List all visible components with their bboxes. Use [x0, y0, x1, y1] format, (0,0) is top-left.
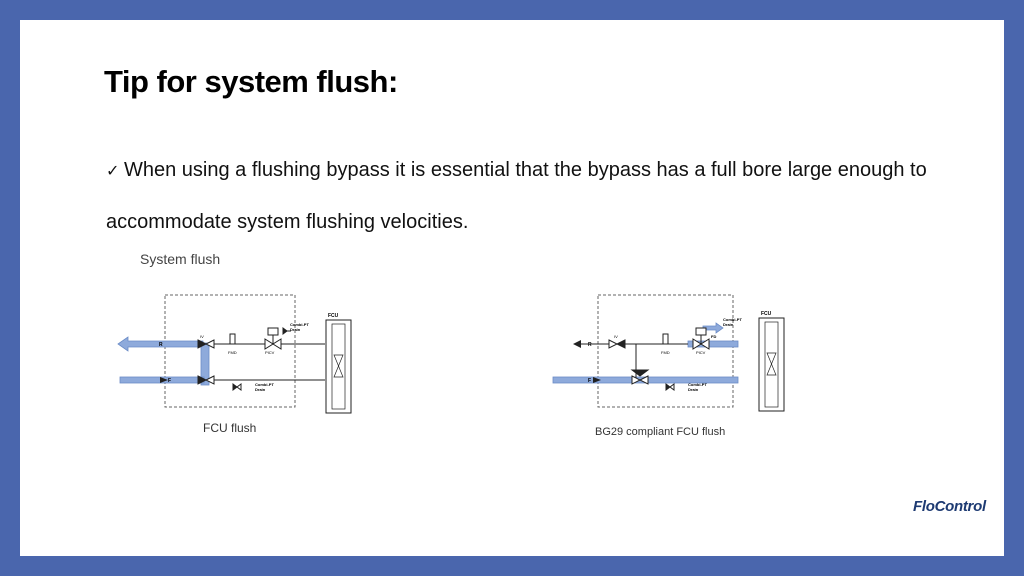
fmd-label: FMD — [661, 350, 670, 355]
combi-pt-label: Combi-PT — [723, 317, 742, 322]
combi-pt-label: Combi-PT — [290, 322, 309, 327]
diagram-caption: FCU flush — [203, 421, 257, 435]
fcu-label: FCU — [328, 313, 339, 319]
drain-valve-icon — [665, 383, 675, 391]
fcu-unit — [325, 319, 352, 414]
isolating-valve-icon — [608, 339, 650, 385]
slide-title: Tip for system flush: — [104, 64, 398, 99]
checkmark-icon: ✓ — [106, 163, 120, 180]
fmd-label: FMD — [228, 350, 237, 355]
flow-label: F — [168, 378, 171, 384]
isolating-valve-icon — [197, 339, 215, 385]
flow-measurement-device-icon — [229, 333, 236, 345]
picv-label: PICV — [696, 350, 706, 355]
section-caption: System flush — [140, 251, 221, 267]
valve-assembly-boundary — [597, 294, 734, 408]
flocontrol-logo: FloControl — [913, 498, 986, 515]
flow-path — [117, 336, 210, 386]
iv-label: IV — [200, 334, 204, 339]
valve-assembly-boundary — [164, 294, 296, 408]
slide: Tip for system flush: ✓When using a flus… — [20, 20, 1004, 556]
fcu-flush-diagram: FCU R F IV FMD PICV Combi-PT Drain Combi… — [117, 294, 352, 414]
combi-pt-label: Combi-PT — [255, 382, 274, 387]
bullet-item: ✓When using a flushing bypass it is esse… — [106, 145, 966, 247]
flow-path — [552, 322, 739, 384]
flow-label: F — [588, 378, 591, 384]
bg29-flush-diagram: FCU R F IV FMD PICV FD Combi-PT Drain Co… — [552, 294, 785, 412]
picv-label: PICV — [265, 350, 275, 355]
drain-label: Drain — [723, 322, 734, 327]
fcu-label: FCU — [761, 311, 772, 317]
picv-valve-icon — [264, 327, 282, 350]
fd-label: FD — [711, 334, 716, 339]
flow-measurement-device-icon — [662, 333, 669, 345]
return-label: R — [159, 342, 163, 348]
drain-label: Drain — [688, 387, 699, 392]
diagram-caption: BG29 compliant FCU flush — [595, 426, 726, 438]
iv-label: IV — [614, 334, 618, 339]
drain-label: Drain — [290, 327, 301, 332]
bullet-text: When using a flushing bypass it is essen… — [106, 159, 927, 233]
drain-valve-icon — [232, 327, 291, 391]
picv-valve-icon — [692, 327, 710, 350]
drain-label: Drain — [255, 387, 266, 392]
combi-pt-label: Combi-PT — [688, 382, 707, 387]
return-label: R — [588, 342, 592, 348]
